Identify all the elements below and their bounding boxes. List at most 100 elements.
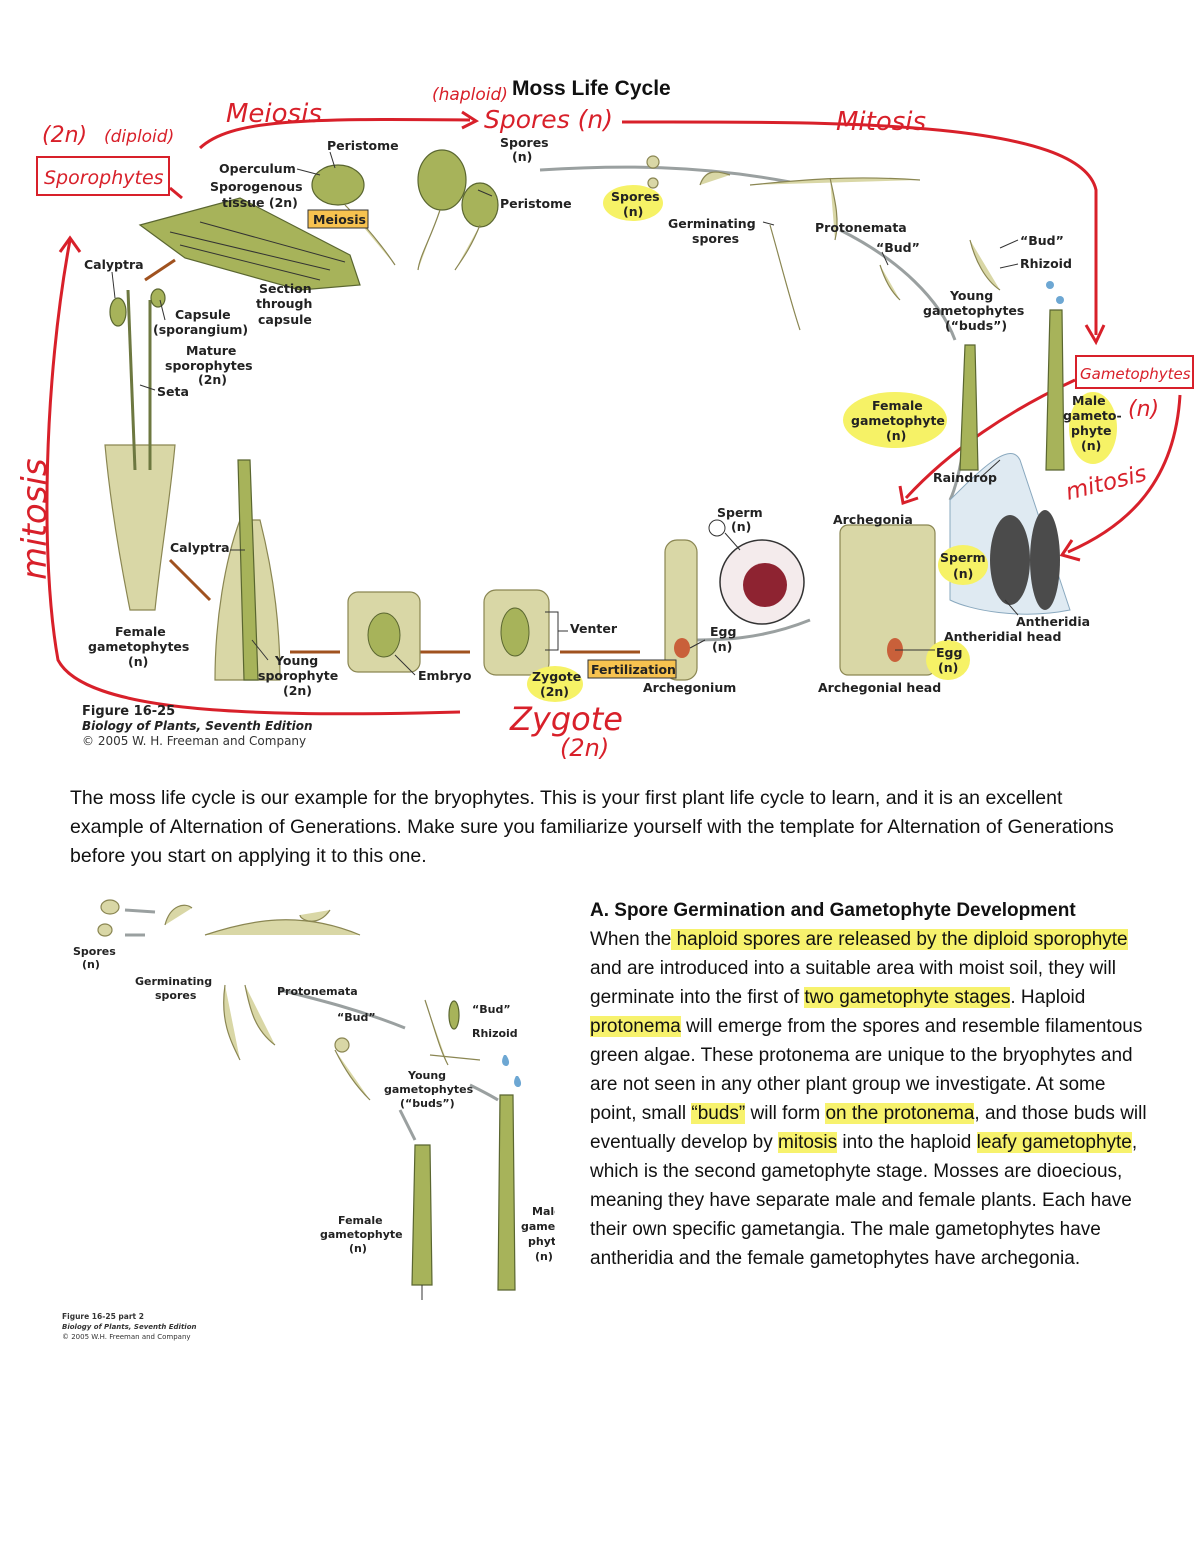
d2-label-rhizoid: Rhizoid: [472, 1027, 518, 1040]
label-sperm-1: Sperm: [717, 505, 763, 520]
zygote-highlight: [527, 666, 583, 702]
body-text: into the haploid: [837, 1132, 977, 1153]
hand-zygote-2n: (2n): [560, 734, 609, 760]
body-text: When the: [590, 929, 672, 950]
female-gametophyte-highlight: [843, 392, 947, 448]
hand-mitosis-right: mitosis: [1063, 461, 1149, 506]
leader-lines: [111, 151, 1019, 676]
label-male-4: (n): [1081, 438, 1101, 453]
male-gametophyte-highlight: [1069, 392, 1117, 464]
label-sperm-hl-1: Sperm: [940, 550, 986, 565]
label-sperm-hl-2: (n): [953, 566, 973, 581]
spores-germination-illustration: [97, 899, 406, 1061]
label-female-gs-2: gametophytes: [88, 639, 189, 654]
intro-text: The moss life cycle is our example for t…: [70, 787, 1114, 867]
hand-sporophytes: Sporophytes: [44, 167, 164, 189]
label-seta: Seta: [157, 384, 189, 399]
label-egg-hl-1: Egg: [936, 645, 962, 660]
label-female-g-3: (n): [886, 428, 906, 443]
label-sperm-2: (n): [731, 519, 751, 534]
label-germinating-1: Germinating: [668, 216, 756, 231]
label-operculum: Operculum: [219, 161, 296, 176]
section-a: A. Spore Germination and Gametophyte Dev…: [590, 896, 1150, 1273]
label-male-2: gameto-: [1063, 408, 1122, 423]
d2-caption-number: Figure 16-25 part 2: [62, 1312, 144, 1321]
label-egg-1: Egg: [710, 624, 736, 639]
highlighted-text: mitosis: [778, 1132, 838, 1153]
d2-label-germinating-2: spores: [155, 989, 197, 1002]
label-capsule-2: (sporangium): [153, 322, 248, 337]
cycle-arrow-archegonium-sperm: [689, 618, 811, 642]
label-sporogenous-2: tissue (2n): [222, 195, 298, 210]
label-mature-1: Mature: [186, 343, 236, 358]
label-zygote-2: (2n): [540, 684, 569, 699]
d2-label-female-2: gametophyte: [320, 1228, 403, 1241]
section-a-body: When the haploid spores are released by …: [590, 925, 1150, 1273]
label-female-g-2: gametophyte: [851, 413, 945, 428]
highlighted-text: protonema: [590, 1016, 681, 1037]
highlighted-text: leafy gametophyte: [976, 1132, 1132, 1153]
d2-label-protonemata: Protonemata: [277, 985, 358, 998]
male-gametophyte-illustration-2: [497, 1055, 522, 1291]
label-calyptra: Calyptra: [84, 257, 144, 272]
body-text: . Haploid: [1010, 987, 1086, 1008]
egg-highlight: [926, 640, 970, 680]
spores-protonemata-illustration: [646, 155, 1001, 331]
archegonium-illustration: [664, 539, 698, 681]
red-arrow-head-archegonia: [898, 485, 919, 505]
moss-life-cycle-diagram: (haploid) Spores (n) Meiosis Mitosis (2n…: [15, 77, 1194, 760]
label-rhizoid: Rhizoid: [1020, 256, 1072, 271]
label-spores-hl-2: (n): [623, 204, 643, 219]
d2-label-spores-2: (n): [82, 958, 100, 971]
label-bud: “Bud”: [876, 240, 920, 255]
label-female-gs-3: (n): [128, 654, 148, 669]
sporophytes-red-box: [36, 156, 170, 196]
label-archegonium: Archegonium: [643, 680, 736, 695]
label-raindrop: Raindrop: [933, 470, 997, 485]
body-text: will emerge from the spores and resemble…: [590, 1016, 1143, 1124]
label-embryo: Embryo: [418, 668, 472, 683]
red-arrow-head-sperm: [1059, 539, 1081, 562]
hand-mitosis-left: mitosis: [15, 458, 55, 580]
gametophyte-development-diagram: Spores (n) Germinating spores Protonemat…: [62, 899, 555, 1341]
d2-label-bud: “Bud”: [337, 1011, 376, 1024]
d2-label-male-4: (n): [535, 1250, 553, 1263]
figure-copyright: © 2005 W. H. Freeman and Company: [82, 734, 306, 748]
d2-label-male-3: phyte: [528, 1235, 555, 1248]
label-young-sp-1: Young: [274, 653, 318, 668]
d2-label-female-1: Female: [338, 1214, 383, 1227]
hand-mitosis-top: Mitosis: [836, 107, 926, 137]
sperm-highlight: [938, 545, 988, 585]
mature-sporophytes-illustration: [104, 288, 176, 611]
highlighted-text: two gametophyte stages: [804, 987, 1011, 1008]
d2-caption-copyright: © 2005 W.H. Freeman and Company: [62, 1333, 191, 1341]
zygote-illustration: [483, 589, 550, 676]
embryo-illustration: [347, 591, 421, 673]
d2-label-male-2: gameto-: [521, 1220, 555, 1233]
label-young-3: (“buds”): [945, 318, 1007, 333]
hand-spores-n: Spores (n): [484, 105, 613, 134]
bud-illustration: [334, 1037, 371, 1101]
label-mature-2: sporophytes: [165, 358, 253, 373]
fertilization-box: [587, 659, 677, 679]
body-text: will form: [745, 1103, 826, 1124]
label-capsule-1: Capsule: [175, 307, 231, 322]
label-young-sp-2: sporophyte: [258, 668, 338, 683]
d2-label-young-1: Young: [407, 1069, 446, 1082]
hand-n: (n): [1128, 397, 1159, 422]
hand-gametophytes: Gametophytes: [1080, 365, 1191, 383]
red-arrow-head-gametophytes: [1084, 324, 1106, 346]
female-gametophyte-illustration-2: [411, 1144, 433, 1300]
section-a-heading: A. Spore Germination and Gametophyte Dev…: [590, 900, 1076, 921]
label-section-3: capsule: [258, 312, 312, 327]
label-germinating-2: spores: [692, 231, 739, 246]
red-arrow-to-sporophytes-label: [169, 186, 183, 200]
meiosis-box: [307, 209, 369, 229]
highlighted-text: “buds”: [691, 1103, 746, 1124]
d2-label-bud-2: “Bud”: [472, 1003, 511, 1016]
label-egg-hl-2: (n): [938, 660, 958, 675]
label-egg-2: (n): [712, 639, 732, 654]
hand-2n: (2n): [42, 123, 87, 148]
red-cycle-arrow-top-left: [198, 117, 471, 150]
female-gametophyte-illustration: [959, 344, 979, 471]
